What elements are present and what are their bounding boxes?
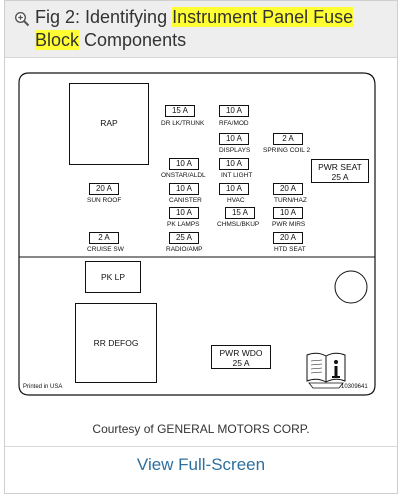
fuse-radio-amp: 25 A [169, 232, 199, 244]
fuse-hvac: 10 A [219, 183, 249, 195]
fuse-label-cruise-sw: CRUISE SW [87, 246, 124, 253]
footer-divider [5, 446, 397, 447]
owner-manual-info-icon [306, 352, 346, 389]
pwr-seat-rating: 25 A [331, 172, 349, 182]
pwr-seat-relay: PWR SEAT 25 A [311, 159, 369, 183]
figure-title: Fig 2: Identifying Instrument Panel Fuse… [35, 6, 391, 52]
fuse-sun-roof: 20 A [89, 183, 119, 195]
fuse-label-displays: DISPLAYS [219, 147, 251, 154]
fuse-label-turn-haz: TURN/HAZ [274, 197, 307, 204]
pk-lp-relay: PK LP [85, 261, 141, 293]
title-suffix: Components [79, 30, 187, 50]
title-highlight-1: Instrument Panel Fuse [172, 7, 354, 27]
fuse-int-light: 10 A [219, 158, 249, 170]
fuse-label-hvac: HVAC [227, 197, 245, 204]
title-highlight-2: Block [35, 30, 80, 50]
fuse-turn-haz: 20 A [273, 183, 303, 195]
rap-label: RAP [100, 118, 118, 128]
fuse-displays: 10 A [219, 133, 249, 145]
fuse-label-rfa-mod: RFA/MOD [219, 120, 249, 127]
fuse-cruise-sw: 2 A [89, 232, 119, 244]
pwr-seat-label: PWR SEAT [318, 162, 362, 172]
round-connector [334, 270, 368, 304]
rap-box: RAP [69, 83, 149, 165]
fuse-label-onstar-aldl: ONSTAR/ALDL [161, 172, 206, 179]
fuse-label-spring-coil-2: SPRING COIL 2 [263, 147, 311, 154]
zoom-in-icon[interactable] [14, 11, 30, 27]
figure-header: Fig 2: Identifying Instrument Panel Fuse… [5, 1, 397, 58]
fuse-canister: 10 A [169, 183, 199, 195]
figure-card: Fig 2: Identifying Instrument Panel Fuse… [4, 0, 398, 494]
pwr-wdo-breaker: PWR WDO 25 A [211, 345, 271, 369]
title-prefix: Fig 2: Identifying [35, 7, 173, 27]
view-full-screen-link[interactable]: View Full-Screen [136, 455, 266, 474]
fuse-onstar-aldl: 10 A [169, 158, 199, 170]
courtesy-caption: Courtesy of GENERAL MOTORS CORP. [92, 422, 310, 436]
printed-in-usa: Printed in USA [23, 384, 63, 390]
fuse-htd-seat: 20 A [273, 232, 303, 244]
fuse-label-canister: CANISTER [169, 197, 202, 204]
fuse-rfa-mod: 10 A [219, 105, 249, 117]
pwr-wdo-rating: 25 A [232, 358, 250, 368]
fuse-label-sun-roof: SUN ROOF [87, 197, 122, 204]
fuse-label-htd-seat: HTD SEAT [274, 246, 306, 253]
fuse-label-dr-lk-trunk: DR LK/TRUNK [161, 120, 205, 127]
fuse-pk-lamps: 10 A [169, 207, 199, 219]
fuse-block-outline [18, 72, 376, 396]
pwr-wdo-label: PWR WDO [219, 348, 263, 358]
fuse-label-radio-amp: RADIO/AMP [166, 246, 203, 253]
fuse-dr-lk-trunk: 15 A [165, 105, 195, 117]
fuse-block-diagram: RAP 15 A DR LK/TRUNK 10 A RFA/MOD 10 A D… [11, 63, 391, 403]
part-number: 10309641 [341, 384, 368, 390]
fuse-pwr-mirs: 10 A [273, 207, 303, 219]
fuse-label-int-light: INT LIGHT [221, 172, 253, 179]
fuse-chmsl-bkup: 15 A [225, 207, 255, 219]
fuse-label-pk-lamps: PK LAMPS [167, 221, 200, 228]
fuse-spring-coil-2: 2 A [273, 133, 303, 145]
fuse-label-pwr-mirs: PWR MIRS [272, 221, 306, 228]
fuse-label-chmsl-bkup: CHMSL/BKUP [217, 221, 260, 228]
rr-defog-relay: RR DEFOG [75, 303, 157, 383]
